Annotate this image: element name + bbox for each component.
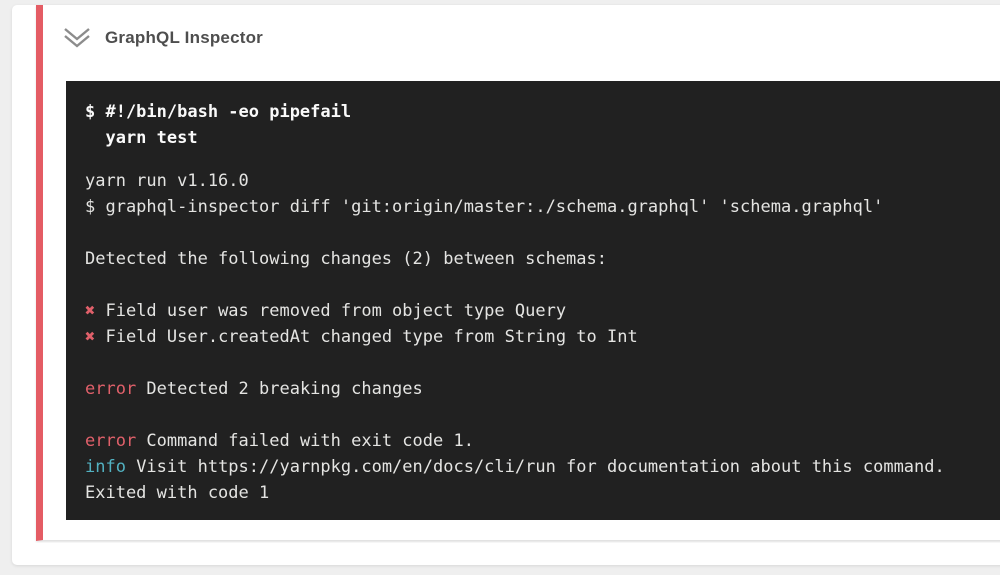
terminal-line: $ graphql-inspector diff 'git:origin/mas… bbox=[85, 194, 1000, 220]
terminal-segment-plain: yarn run v1.16.0 bbox=[85, 171, 249, 191]
terminal-segment-plain: Detected the following changes (2) betwe… bbox=[85, 249, 607, 269]
terminal-line: ✖ Field User.createdAt changed type from… bbox=[85, 324, 1000, 350]
terminal-line: Exited with code 1 bbox=[85, 480, 1000, 506]
terminal-segment-info: info bbox=[85, 457, 126, 477]
terminal-blank-line bbox=[85, 220, 1000, 246]
terminal-blank-line bbox=[85, 272, 1000, 298]
terminal-segment-plain: $ graphql-inspector diff 'git:origin/mas… bbox=[85, 197, 884, 217]
step-header[interactable]: GraphQL Inspector bbox=[62, 26, 263, 50]
terminal-blank-line bbox=[85, 402, 1000, 428]
terminal-segment-plain: Command failed with exit code 1. bbox=[136, 431, 474, 451]
terminal-line: yarn run v1.16.0 bbox=[85, 168, 1000, 194]
terminal-segment-plain: Exited with code 1 bbox=[85, 483, 270, 503]
terminal-segment-plain: Detected 2 breaking changes bbox=[136, 379, 423, 399]
terminal-blank-line bbox=[85, 350, 1000, 376]
terminal-segment-plain: Field user was removed from object type … bbox=[95, 301, 567, 321]
step-title: GraphQL Inspector bbox=[105, 28, 264, 47]
terminal-segment-bold: $ #!/bin/bash -eo pipefail bbox=[85, 102, 352, 122]
terminal-segment-error: error bbox=[85, 379, 137, 399]
terminal-segment-error: error bbox=[85, 431, 137, 451]
terminal-output: $ #!/bin/bash -eo pipefail yarn test yarn… bbox=[66, 81, 1000, 520]
terminal-line: $ #!/bin/bash -eo pipefail bbox=[85, 99, 1000, 125]
terminal-line: yarn test bbox=[85, 125, 1000, 151]
terminal-spacer bbox=[85, 151, 1000, 168]
failed-step-card: GraphQL Inspector $ #!/bin/bash -eo pipe… bbox=[36, 5, 1000, 541]
terminal-segment-bold: yarn test bbox=[85, 128, 198, 148]
terminal-segment-error-bold: ✖ bbox=[85, 301, 96, 321]
terminal-segment-plain: Visit https://yarnpkg.com/en/docs/cli/ru… bbox=[125, 457, 945, 477]
terminal-line: error Detected 2 breaking changes bbox=[85, 376, 1000, 402]
next-step-row bbox=[36, 543, 1000, 565]
terminal-line: info Visit https://yarnpkg.com/en/docs/c… bbox=[85, 454, 1000, 480]
terminal-segment-error-bold: ✖ bbox=[85, 327, 96, 347]
terminal-line: Detected the following changes (2) betwe… bbox=[85, 246, 1000, 272]
terminal-segment-plain: Field User.createdAt changed type from S… bbox=[95, 327, 638, 347]
double-chevron-down-icon[interactable] bbox=[62, 26, 92, 50]
terminal-line: ✖ Field user was removed from object typ… bbox=[85, 298, 1000, 324]
build-steps-panel: GraphQL Inspector $ #!/bin/bash -eo pipe… bbox=[12, 5, 1000, 565]
terminal-line: error Command failed with exit code 1. bbox=[85, 428, 1000, 454]
